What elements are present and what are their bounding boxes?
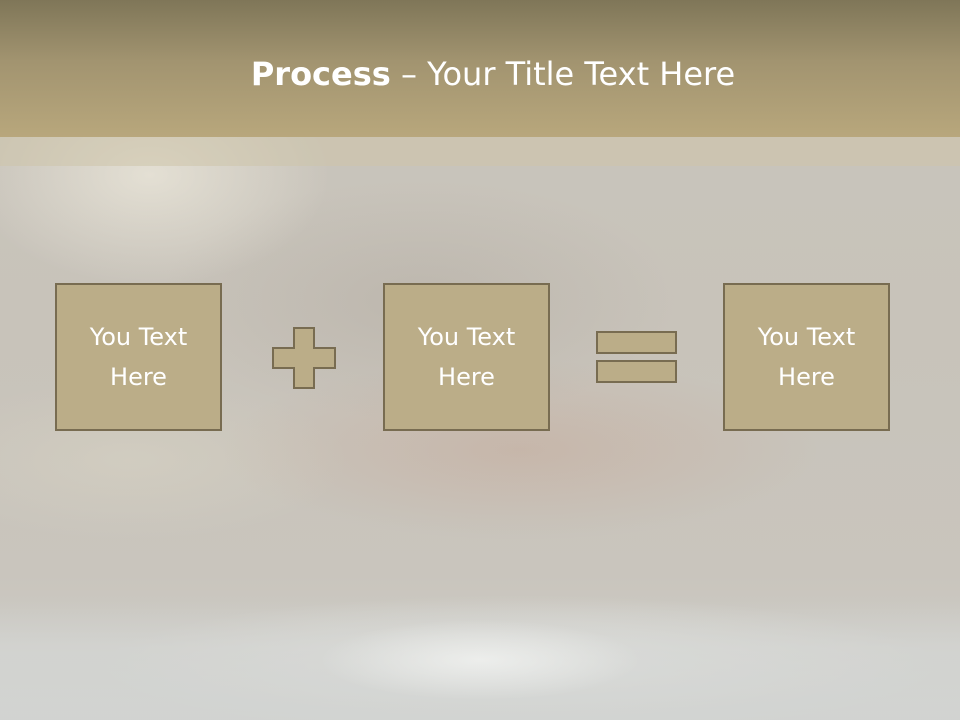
process-box-3[interactable]: You Text Here — [723, 283, 890, 431]
equals-icon — [596, 331, 677, 383]
title-rest: – Your Title Text Here — [390, 55, 736, 93]
background-sea — [0, 600, 960, 720]
background-band — [0, 137, 960, 166]
process-box-label: You Text Here — [757, 323, 856, 391]
process-box-1[interactable]: You Text Here — [55, 283, 222, 431]
plus-icon — [272, 327, 336, 389]
process-box-label: You Text Here — [417, 323, 516, 391]
title-bar: Process – Your Title Text Here — [0, 0, 960, 137]
process-box-label: You Text Here — [89, 323, 188, 391]
title-bold: Process — [250, 55, 391, 93]
process-box-2[interactable]: You Text Here — [383, 283, 550, 431]
slide-title[interactable]: Process – Your Title Text Here — [0, 52, 960, 96]
